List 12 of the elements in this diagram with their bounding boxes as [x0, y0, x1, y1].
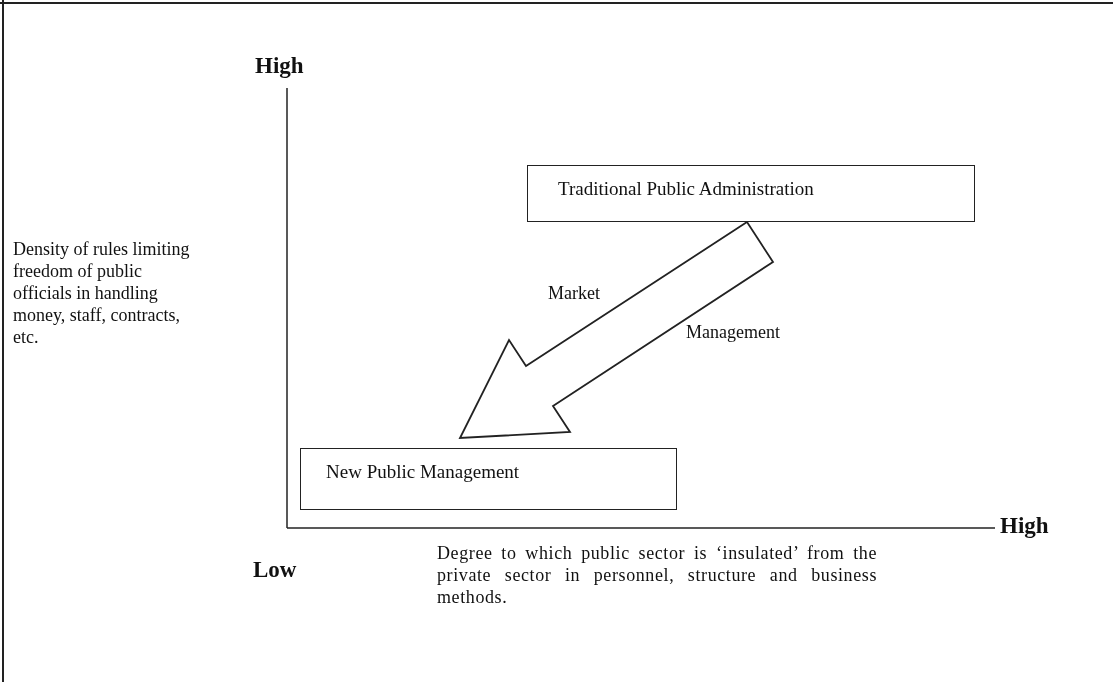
block-arrow	[458, 220, 775, 439]
concept-box	[300, 448, 677, 510]
box-label: Traditional Public Administration	[558, 178, 814, 200]
axis-description: Degree to which public sector is ‘insulated’ from the private sector in personnel, structure and business methods.	[437, 542, 877, 608]
axis-description: Density of rules limiting freedom of public officials in handling money, staff, contracts, etc.	[13, 238, 191, 348]
concept-box	[527, 165, 975, 222]
box-label: New Public Management	[326, 461, 520, 483]
axis-label: Low	[253, 556, 297, 584]
axis-label: High	[255, 52, 304, 80]
arrow-caption: Management	[686, 321, 780, 343]
edge-label: Market	[548, 282, 600, 304]
axis-label: High	[1000, 512, 1049, 540]
